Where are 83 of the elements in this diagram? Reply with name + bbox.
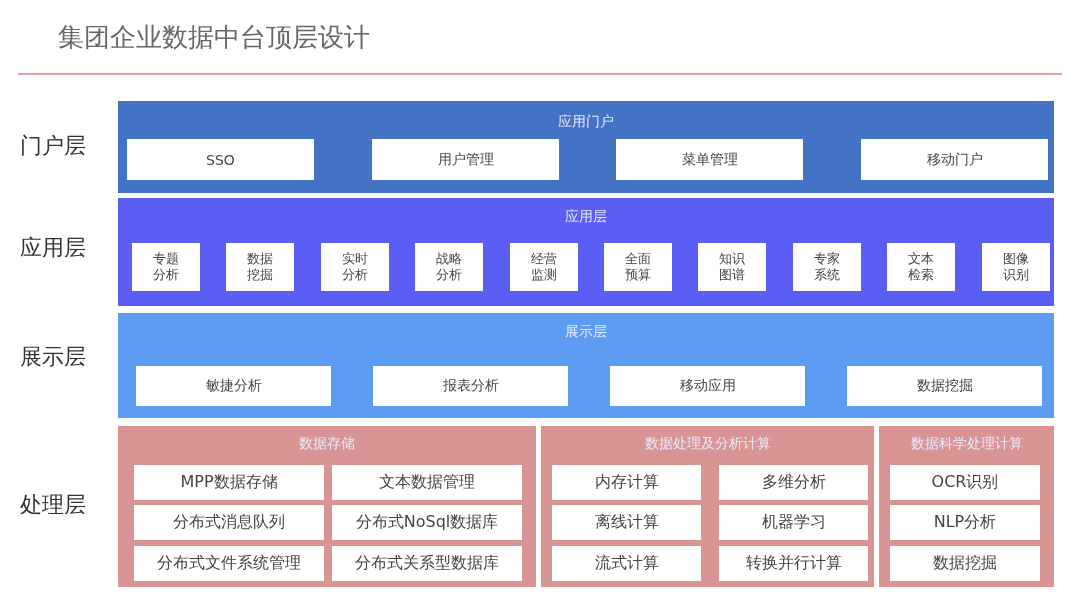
module-box <box>320 243 389 291</box>
layer-label: 处理层 <box>20 491 86 519</box>
module-label: 离线计算 <box>594 512 659 533</box>
module-box <box>373 366 568 406</box>
module-label: MPP数据存储 <box>180 472 278 493</box>
module-label: OCR识别 <box>931 472 999 493</box>
module-label: 内存计算 <box>594 472 659 493</box>
layer-panel <box>118 313 1054 418</box>
layer-panel <box>118 198 1054 306</box>
module-label: 分布式文件系统管理 <box>157 553 301 574</box>
module-label: 转换并行计算 <box>745 553 842 574</box>
module-label: 专家系统 <box>813 250 840 284</box>
module-box <box>719 546 868 581</box>
module-label: 机器学习 <box>761 512 826 533</box>
module-label: 移动应用 <box>679 377 736 395</box>
layer-heading: 应用层 <box>564 208 608 226</box>
module-box <box>136 366 331 406</box>
layer-panel <box>541 426 874 587</box>
layer-heading: 数据存储 <box>298 435 356 453</box>
module-box <box>552 546 701 581</box>
title: 集团企业数据中台顶层设计 <box>58 21 370 54</box>
module-label: 分布式消息队列 <box>173 512 285 533</box>
layer-label: 应用层 <box>20 234 86 262</box>
module-box <box>509 243 578 291</box>
module-label: 移动门户 <box>926 150 983 169</box>
layer-panel <box>118 101 1054 193</box>
module-label: 知识图谱 <box>719 250 746 284</box>
layer-heading: 数据处理及分析计算 <box>643 435 772 453</box>
module-label: 数据挖掘 <box>916 377 973 395</box>
module-box <box>890 546 1040 581</box>
module-box <box>887 243 956 291</box>
module-label: 图像识别 <box>1002 250 1029 284</box>
module-box <box>332 505 522 540</box>
module-box <box>134 546 324 581</box>
module-label: SSO <box>206 151 235 168</box>
module-label: NLP分析 <box>933 512 997 533</box>
module-box <box>719 505 868 540</box>
layer-panel <box>879 426 1054 587</box>
module-label: 敏捷分析 <box>205 377 262 395</box>
module-box <box>890 465 1040 500</box>
module-label: 经营监测 <box>530 250 557 284</box>
module-box <box>134 505 324 540</box>
module-label: 文本数据管理 <box>379 472 475 493</box>
module-label: 分布式关系型数据库 <box>355 553 499 574</box>
module-box <box>552 505 701 540</box>
module-box <box>372 139 559 180</box>
module-box <box>134 465 324 500</box>
module-box <box>132 243 200 291</box>
module-box <box>552 465 701 500</box>
layer-heading: 数据科学处理计算 <box>909 435 1024 453</box>
module-label: 数据挖掘 <box>247 250 274 284</box>
module-label: 全面预算 <box>625 250 651 284</box>
module-label: 实时分析 <box>341 250 368 284</box>
module-label: 数据挖掘 <box>933 553 997 574</box>
layer-heading: 应用门户 <box>557 113 615 131</box>
module-box <box>127 139 314 180</box>
layer-heading: 展示层 <box>564 323 608 341</box>
module-label: 报表分析 <box>442 377 499 395</box>
module-box <box>616 139 803 180</box>
module-box <box>604 243 672 291</box>
module-box <box>332 546 522 581</box>
module-label: 分布式NoSql数据库 <box>355 512 499 533</box>
module-box <box>847 366 1042 406</box>
module-box <box>792 243 861 291</box>
module-box <box>698 243 767 291</box>
module-box <box>332 465 522 500</box>
module-box <box>861 139 1048 180</box>
module-label: 用户管理 <box>437 150 494 169</box>
layer-panel <box>118 426 536 587</box>
module-box <box>415 243 484 291</box>
module-box <box>890 505 1040 540</box>
module-box <box>719 465 868 500</box>
module-label: 菜单管理 <box>681 150 738 169</box>
module-box <box>610 366 805 406</box>
module-label: 战略分析 <box>436 250 463 284</box>
layer-label: 展示层 <box>20 343 86 371</box>
module-box <box>981 243 1050 291</box>
module-label: 多维分析 <box>761 472 826 493</box>
module-label: 流式计算 <box>594 553 659 574</box>
module-box <box>226 243 295 291</box>
module-label: 文本检索 <box>908 250 935 284</box>
module-label: 专题分析 <box>153 250 179 284</box>
layer-label: 门户层 <box>20 132 86 160</box>
